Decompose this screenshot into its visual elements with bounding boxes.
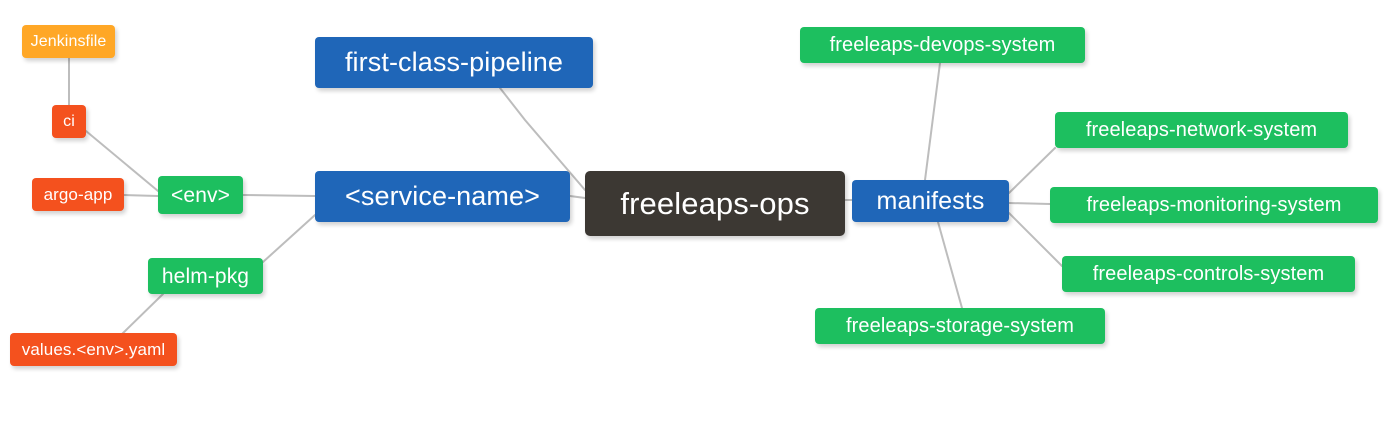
edge-helm-pkg-to-values-env-yaml [119, 293, 164, 337]
edge-manifests-to-freeleaps-network-system [1008, 147, 1056, 194]
edge-manifests-to-freeleaps-devops-system [924, 62, 941, 181]
edge-service-name-to-helm-pkg [262, 214, 316, 263]
edge-freeleaps-ops-to-first-class-pipeline [569, 195, 586, 199]
mindmap-node-argo-app[interactable]: argo-app [32, 178, 124, 211]
edge-manifests-to-freeleaps-storage-system [937, 221, 963, 309]
mindmap-node-values-env-yaml[interactable]: values.<env>.yaml [10, 333, 177, 366]
mindmap-node-freeleaps-network-system[interactable]: freeleaps-network-system [1055, 112, 1348, 148]
mindmap-node-freeleaps-devops-system[interactable]: freeleaps-devops-system [800, 27, 1085, 63]
mindmap-node-helm-pkg[interactable]: helm-pkg [148, 258, 263, 294]
mindmap-node-Jenkinsfile[interactable]: Jenkinsfile [22, 25, 115, 58]
mindmap-node-manifests[interactable]: manifests [852, 180, 1009, 222]
mindmap-node-freeleaps-monitoring-system[interactable]: freeleaps-monitoring-system [1050, 187, 1378, 223]
edge-service-name-to-env [242, 194, 316, 197]
mindmap-node-freeleaps-controls-system[interactable]: freeleaps-controls-system [1062, 256, 1355, 292]
mindmap-node-first-class-pipeline[interactable]: first-class-pipeline [315, 37, 593, 88]
mindmap-node-freeleaps-ops[interactable]: freeleaps-ops [585, 171, 845, 236]
mindmap-node-service-name[interactable]: <service-name> [315, 171, 570, 222]
edge-env-to-argo-app [123, 194, 159, 197]
edge-manifests-to-freeleaps-monitoring-system [1008, 202, 1051, 205]
mindmap-node-ci[interactable]: ci [52, 105, 86, 138]
mindmap-node-env[interactable]: <env> [158, 176, 243, 214]
mindmap-node-freeleaps-storage-system[interactable]: freeleaps-storage-system [815, 308, 1105, 344]
